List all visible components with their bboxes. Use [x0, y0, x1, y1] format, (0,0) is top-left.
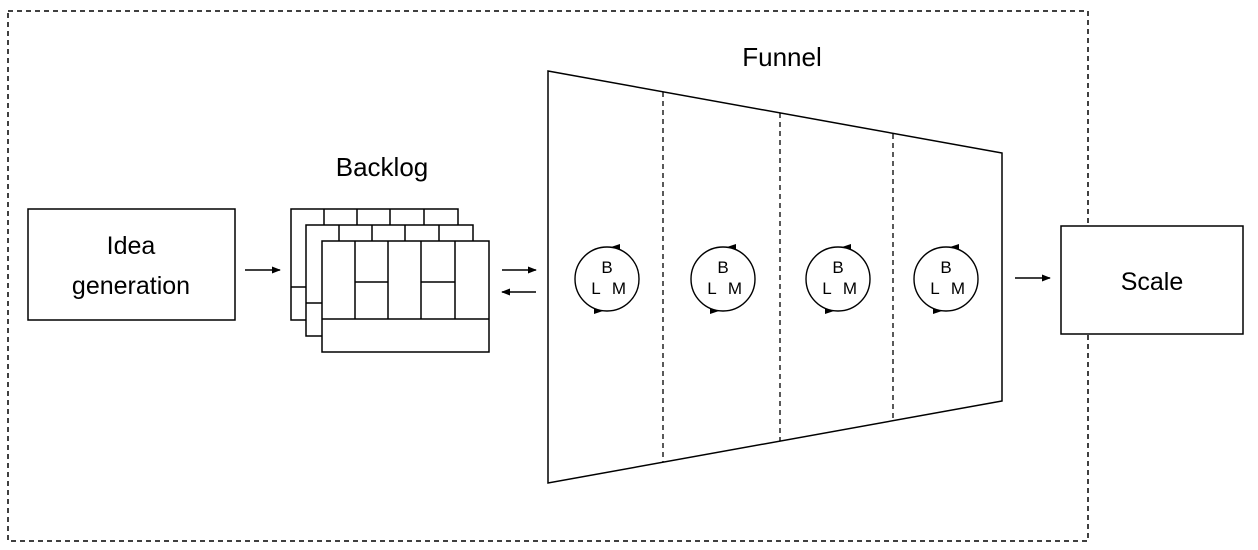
cycle-3: B L M [805, 244, 871, 314]
cycle-3-top: B [832, 258, 843, 277]
cycle-3-right: M [843, 279, 857, 298]
cycle-4-top: B [940, 258, 951, 277]
idea-label-line2: generation [72, 272, 190, 300]
backlog-board-front [321, 240, 490, 353]
cycle-2-right: M [728, 279, 742, 298]
cycle-4-right: M [951, 279, 965, 298]
idea-label-line1: Idea [107, 232, 156, 260]
cycle-2: B L M [690, 244, 756, 314]
cycle-1-right: M [612, 279, 626, 298]
cycle-4: B L M [913, 244, 979, 314]
cycle-4-left: L [930, 279, 939, 298]
scale-label: Scale [1121, 268, 1184, 296]
backlog-label: Backlog [336, 152, 429, 182]
cycle-1: B L M [574, 244, 640, 314]
scale-box: Scale [1060, 225, 1244, 335]
cycle-1-left: L [591, 279, 600, 298]
cycle-2-left: L [707, 279, 716, 298]
funnel-label: Funnel [742, 42, 822, 72]
cycle-1-top: B [601, 258, 612, 277]
cycle-3-left: L [822, 279, 831, 298]
idea-generation-box: Idea generation [27, 208, 236, 321]
backlog-stack [290, 208, 490, 353]
cycle-2-top: B [717, 258, 728, 277]
funnel-shape [547, 70, 1003, 484]
